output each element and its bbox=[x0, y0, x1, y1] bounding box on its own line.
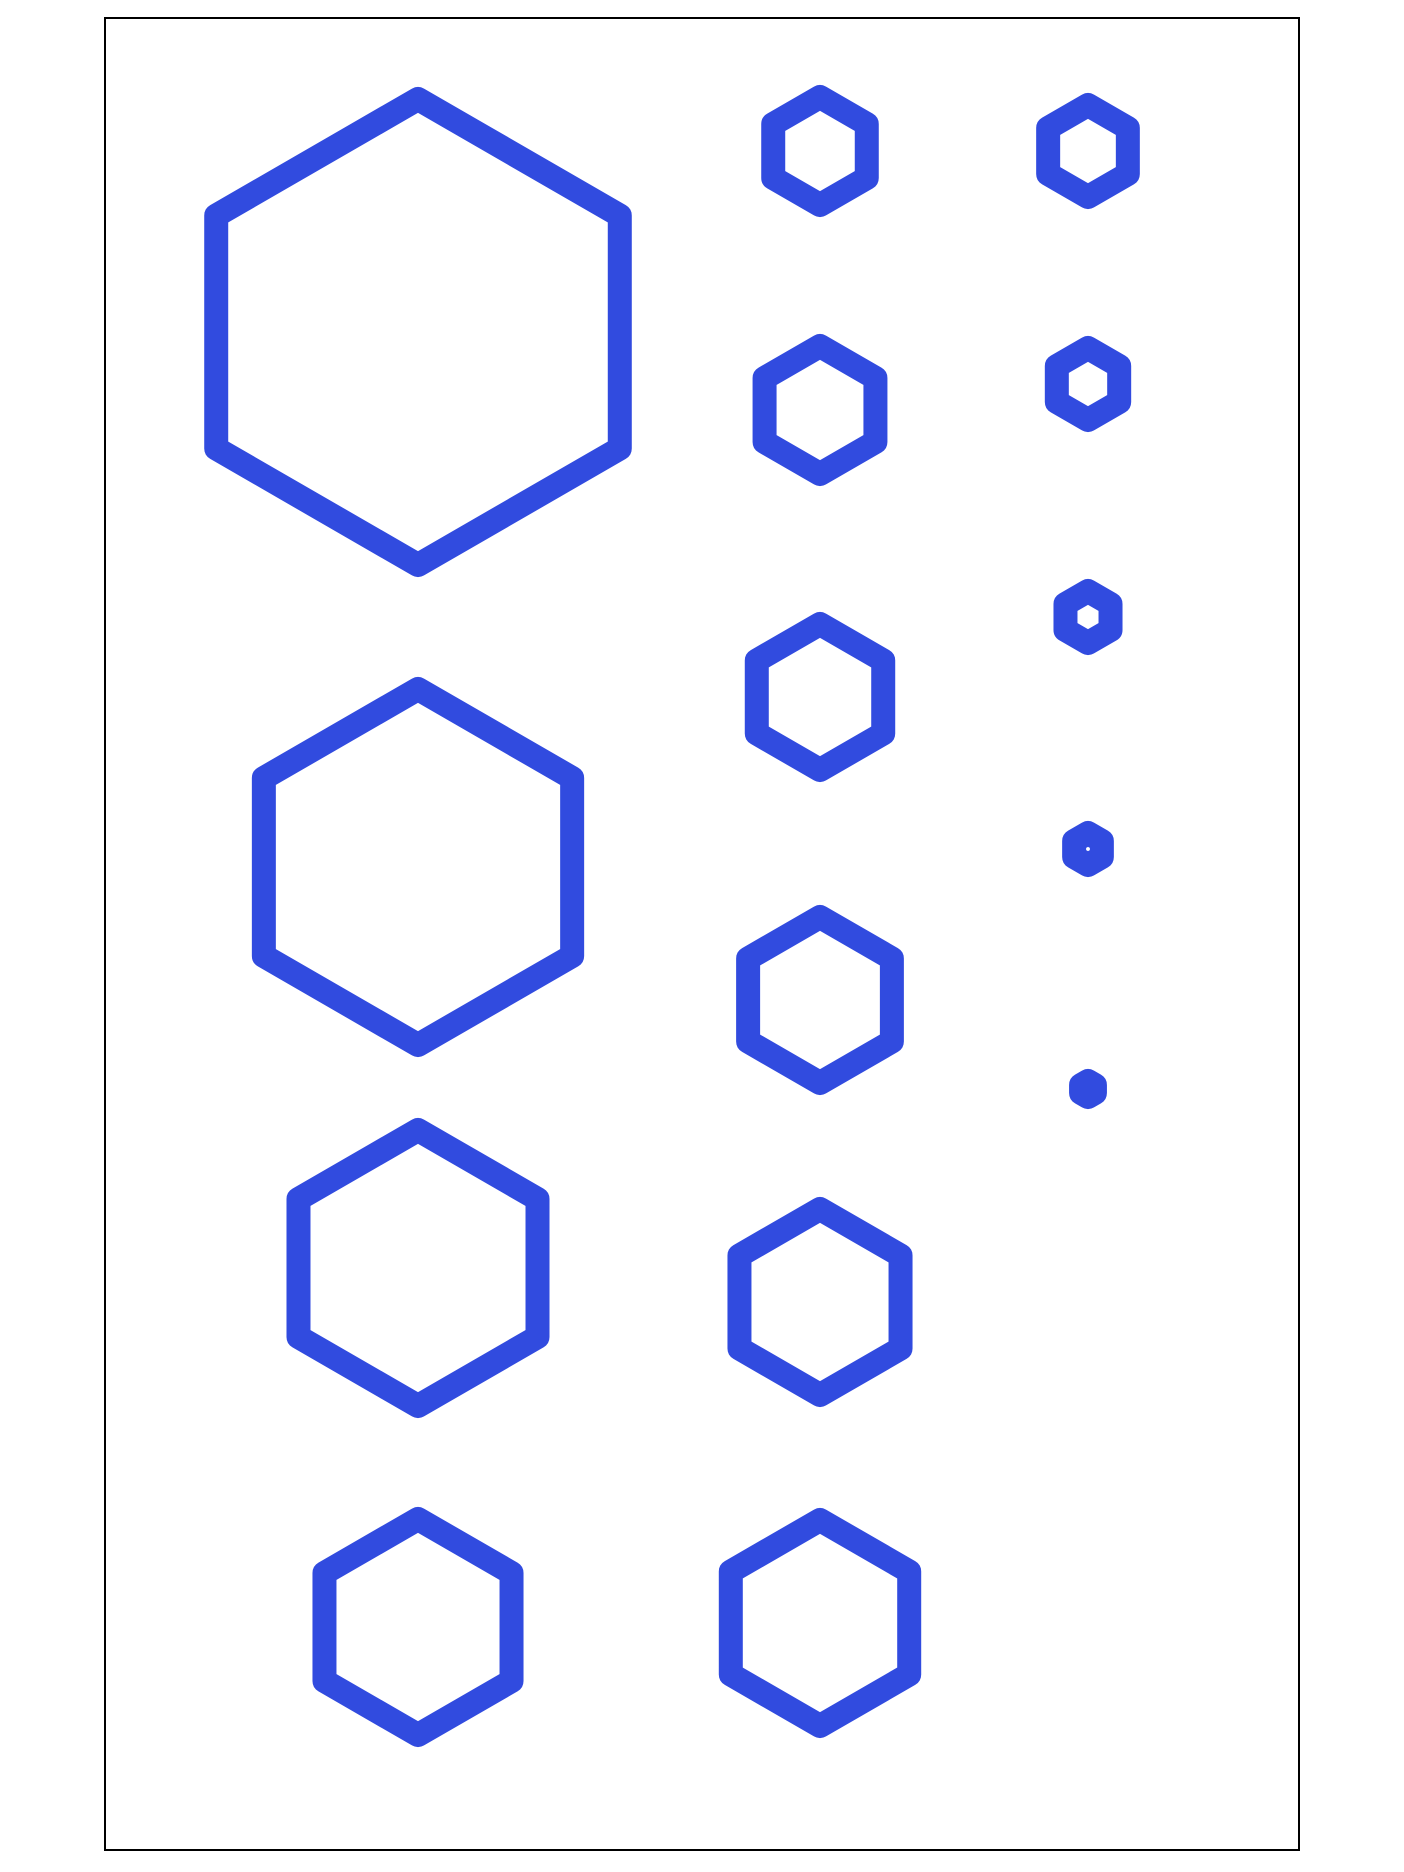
hex-c2-6 bbox=[718, 1508, 922, 1738]
hex-c3-1 bbox=[1036, 93, 1140, 209]
hex-c2-5 bbox=[727, 1197, 913, 1407]
hex-c3-3 bbox=[1053, 579, 1123, 655]
hex-c3-5 bbox=[1069, 1069, 1107, 1109]
sheet-frame bbox=[104, 17, 1300, 1851]
hex-c2-4 bbox=[736, 905, 904, 1095]
hexagon-group bbox=[204, 85, 1140, 1747]
hex-c1-1 bbox=[204, 87, 632, 577]
hex-c2-1 bbox=[761, 85, 879, 217]
hex-c3-2 bbox=[1044, 336, 1132, 432]
hex-c1-4 bbox=[312, 1507, 524, 1747]
hex-c2-3 bbox=[744, 612, 896, 782]
hex-c2-2 bbox=[752, 334, 888, 486]
hex-c3-4 bbox=[1062, 821, 1114, 877]
hex-c1-2 bbox=[251, 677, 585, 1057]
hex-c1-3 bbox=[286, 1118, 550, 1418]
